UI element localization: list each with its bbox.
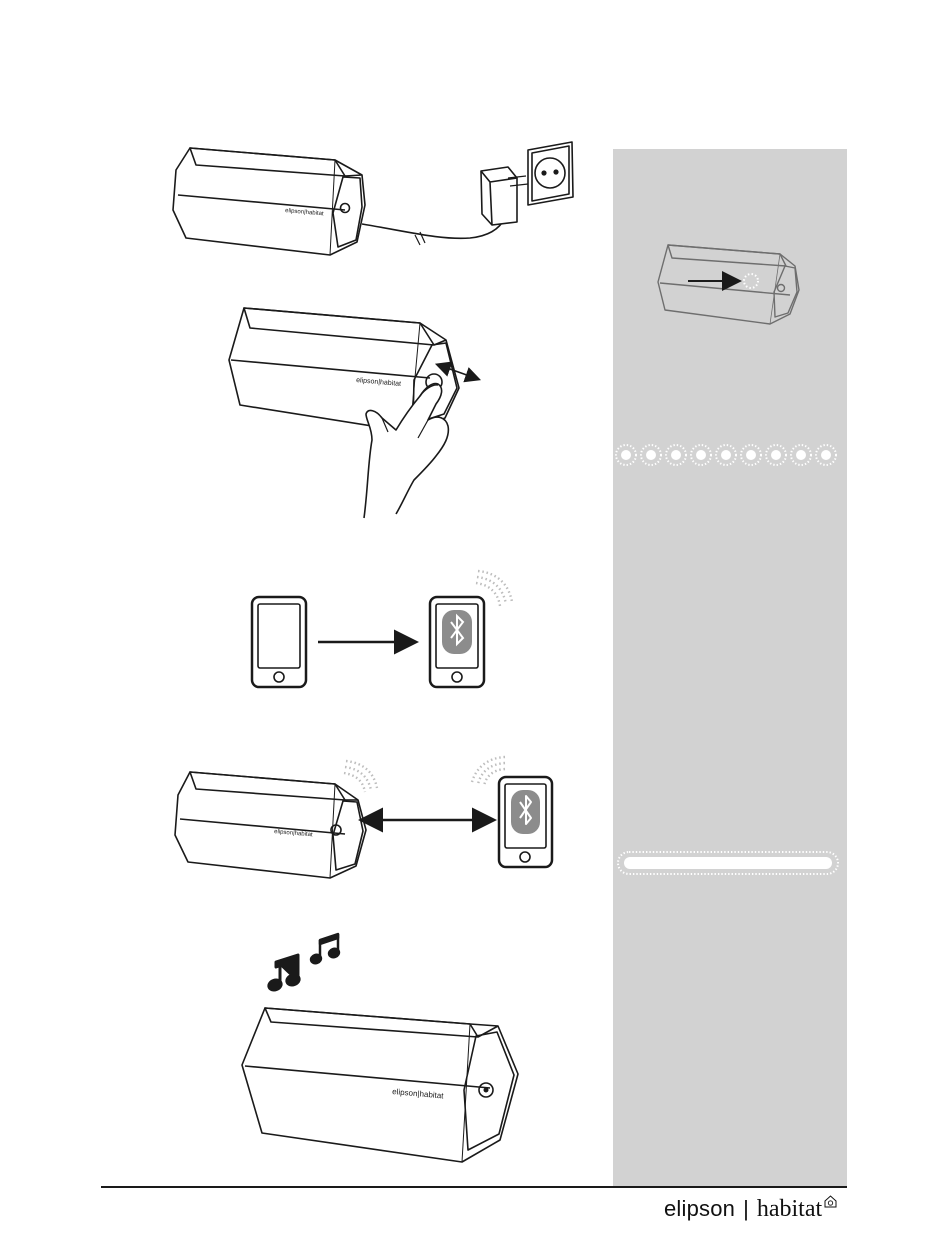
power-adapter-icon [481, 167, 528, 225]
bluetooth-phone-icon [430, 597, 484, 687]
speaker-icon: elipson|habitat [242, 1008, 518, 1162]
brand-separator: | [743, 1196, 749, 1222]
step-play-music: elipson|habitat [242, 934, 518, 1162]
footer-rule [101, 1186, 847, 1188]
house-icon [824, 1195, 837, 1213]
brand-name-habitat: habitat [757, 1196, 822, 1223]
step-plug-in-power: elipson|habitat [173, 142, 573, 255]
step-pair-speaker-phone: elipson|habitat [175, 757, 552, 878]
power-cable [362, 218, 505, 238]
brand-footer: elipson | habitat [664, 1196, 837, 1226]
wall-socket-icon [528, 142, 573, 205]
speaker-icon: elipson|habitat [175, 772, 366, 878]
led-solid-bar [618, 852, 838, 874]
signal-icon [344, 761, 377, 792]
step-phone-enable-bluetooth [252, 571, 512, 687]
music-notes-icon [267, 934, 341, 993]
brand-name-elipson: elipson [664, 1196, 735, 1222]
bluetooth-phone-icon [499, 777, 552, 867]
sidebar-speaker-led-diagram [658, 245, 799, 324]
step-press-power-button: elipson|habitat [229, 308, 478, 518]
phone-icon [252, 597, 306, 687]
speaker-icon: elipson|habitat [173, 148, 365, 255]
led-blinking-dots [616, 445, 836, 465]
